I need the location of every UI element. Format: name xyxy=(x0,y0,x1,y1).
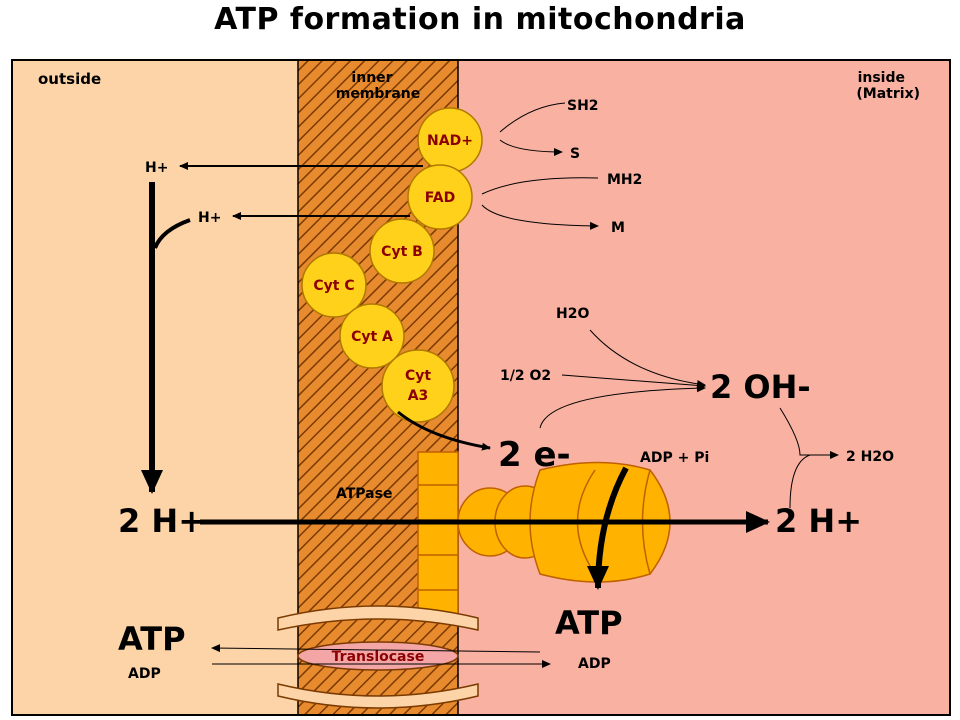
two-h-plus-left: 2 H+ xyxy=(118,502,205,540)
s-label: S xyxy=(570,146,580,162)
atp-export-arrow xyxy=(211,644,541,653)
svg-text:A3: A3 xyxy=(408,388,429,404)
adp-label-matrix: ADP xyxy=(578,656,611,672)
inside-label-1: inside xyxy=(858,70,905,86)
electrons-to-oh-arrow xyxy=(539,384,706,429)
oh-to-water-arrow xyxy=(779,407,839,459)
two-electrons-label: 2 e- xyxy=(498,435,571,475)
mh2-label: MH2 xyxy=(607,172,642,188)
half-o2-label: 1/2 O2 xyxy=(500,368,551,384)
cyt-b-enzyme: Cyt B xyxy=(369,218,435,284)
atpase-label: ATPase xyxy=(336,486,392,502)
svg-text:FAD: FAD xyxy=(425,190,455,206)
atp-label-outside: ATP xyxy=(118,620,186,658)
svg-text:Cyt A: Cyt A xyxy=(351,329,393,345)
svg-text:Translocase: Translocase xyxy=(332,649,425,665)
outside-label: outside xyxy=(38,70,101,88)
page-title: ATP formation in mitochondria xyxy=(214,2,746,37)
diagram-frame xyxy=(11,59,951,716)
proton-merge-curve xyxy=(153,218,191,249)
atp-label-matrix: ATP xyxy=(555,604,623,642)
nad-to-s-arrow xyxy=(499,139,563,156)
two-h-plus-right: 2 H+ xyxy=(775,502,862,540)
atp-synthesis-arrow xyxy=(587,466,629,590)
h2o-label: H2O xyxy=(556,306,589,322)
svg-text:Cyt C: Cyt C xyxy=(313,278,354,294)
fad-enzyme: FAD xyxy=(407,164,473,230)
inside-label-2: (Matrix) xyxy=(856,86,920,102)
two-oh-label: 2 OH- xyxy=(710,368,811,406)
cyt-a3-enzyme: Cyt A3 xyxy=(381,349,455,423)
cyt-c-enzyme: Cyt C xyxy=(301,252,367,318)
fad-to-m-arrow xyxy=(481,204,599,230)
o2-to-oh-arrow xyxy=(561,374,706,390)
h-plus-label-2: H+ xyxy=(198,210,221,226)
m-label: M xyxy=(611,220,625,236)
nad-to-sh2-curve xyxy=(499,102,566,133)
cyt-a-enzyme: Cyt A xyxy=(339,303,405,369)
sh2-label: SH2 xyxy=(567,98,599,114)
h2o-to-oh-arrow xyxy=(589,329,706,388)
nad-enzyme: NAD+ xyxy=(417,107,483,173)
svg-text:Cyt: Cyt xyxy=(405,368,431,384)
adp-label-outside: ADP xyxy=(128,666,161,682)
h-to-water-curve xyxy=(789,454,811,509)
translocase-protein: Translocase xyxy=(277,605,479,709)
fad-to-mh2-curve xyxy=(481,177,599,195)
matrix-compartment xyxy=(458,60,950,715)
cyt-a3-to-electrons-arrow xyxy=(397,410,491,451)
h-plus-label-1: H+ xyxy=(145,160,168,176)
svg-text:NAD+: NAD+ xyxy=(427,133,473,149)
inner-membrane-label-1: inner xyxy=(351,70,392,86)
adp-pi-label: ADP + Pi xyxy=(640,450,709,466)
svg-text:Cyt B: Cyt B xyxy=(381,244,423,260)
two-h2o-label: 2 H2O xyxy=(846,449,894,465)
inner-membrane-label-2: membrane xyxy=(336,86,421,102)
